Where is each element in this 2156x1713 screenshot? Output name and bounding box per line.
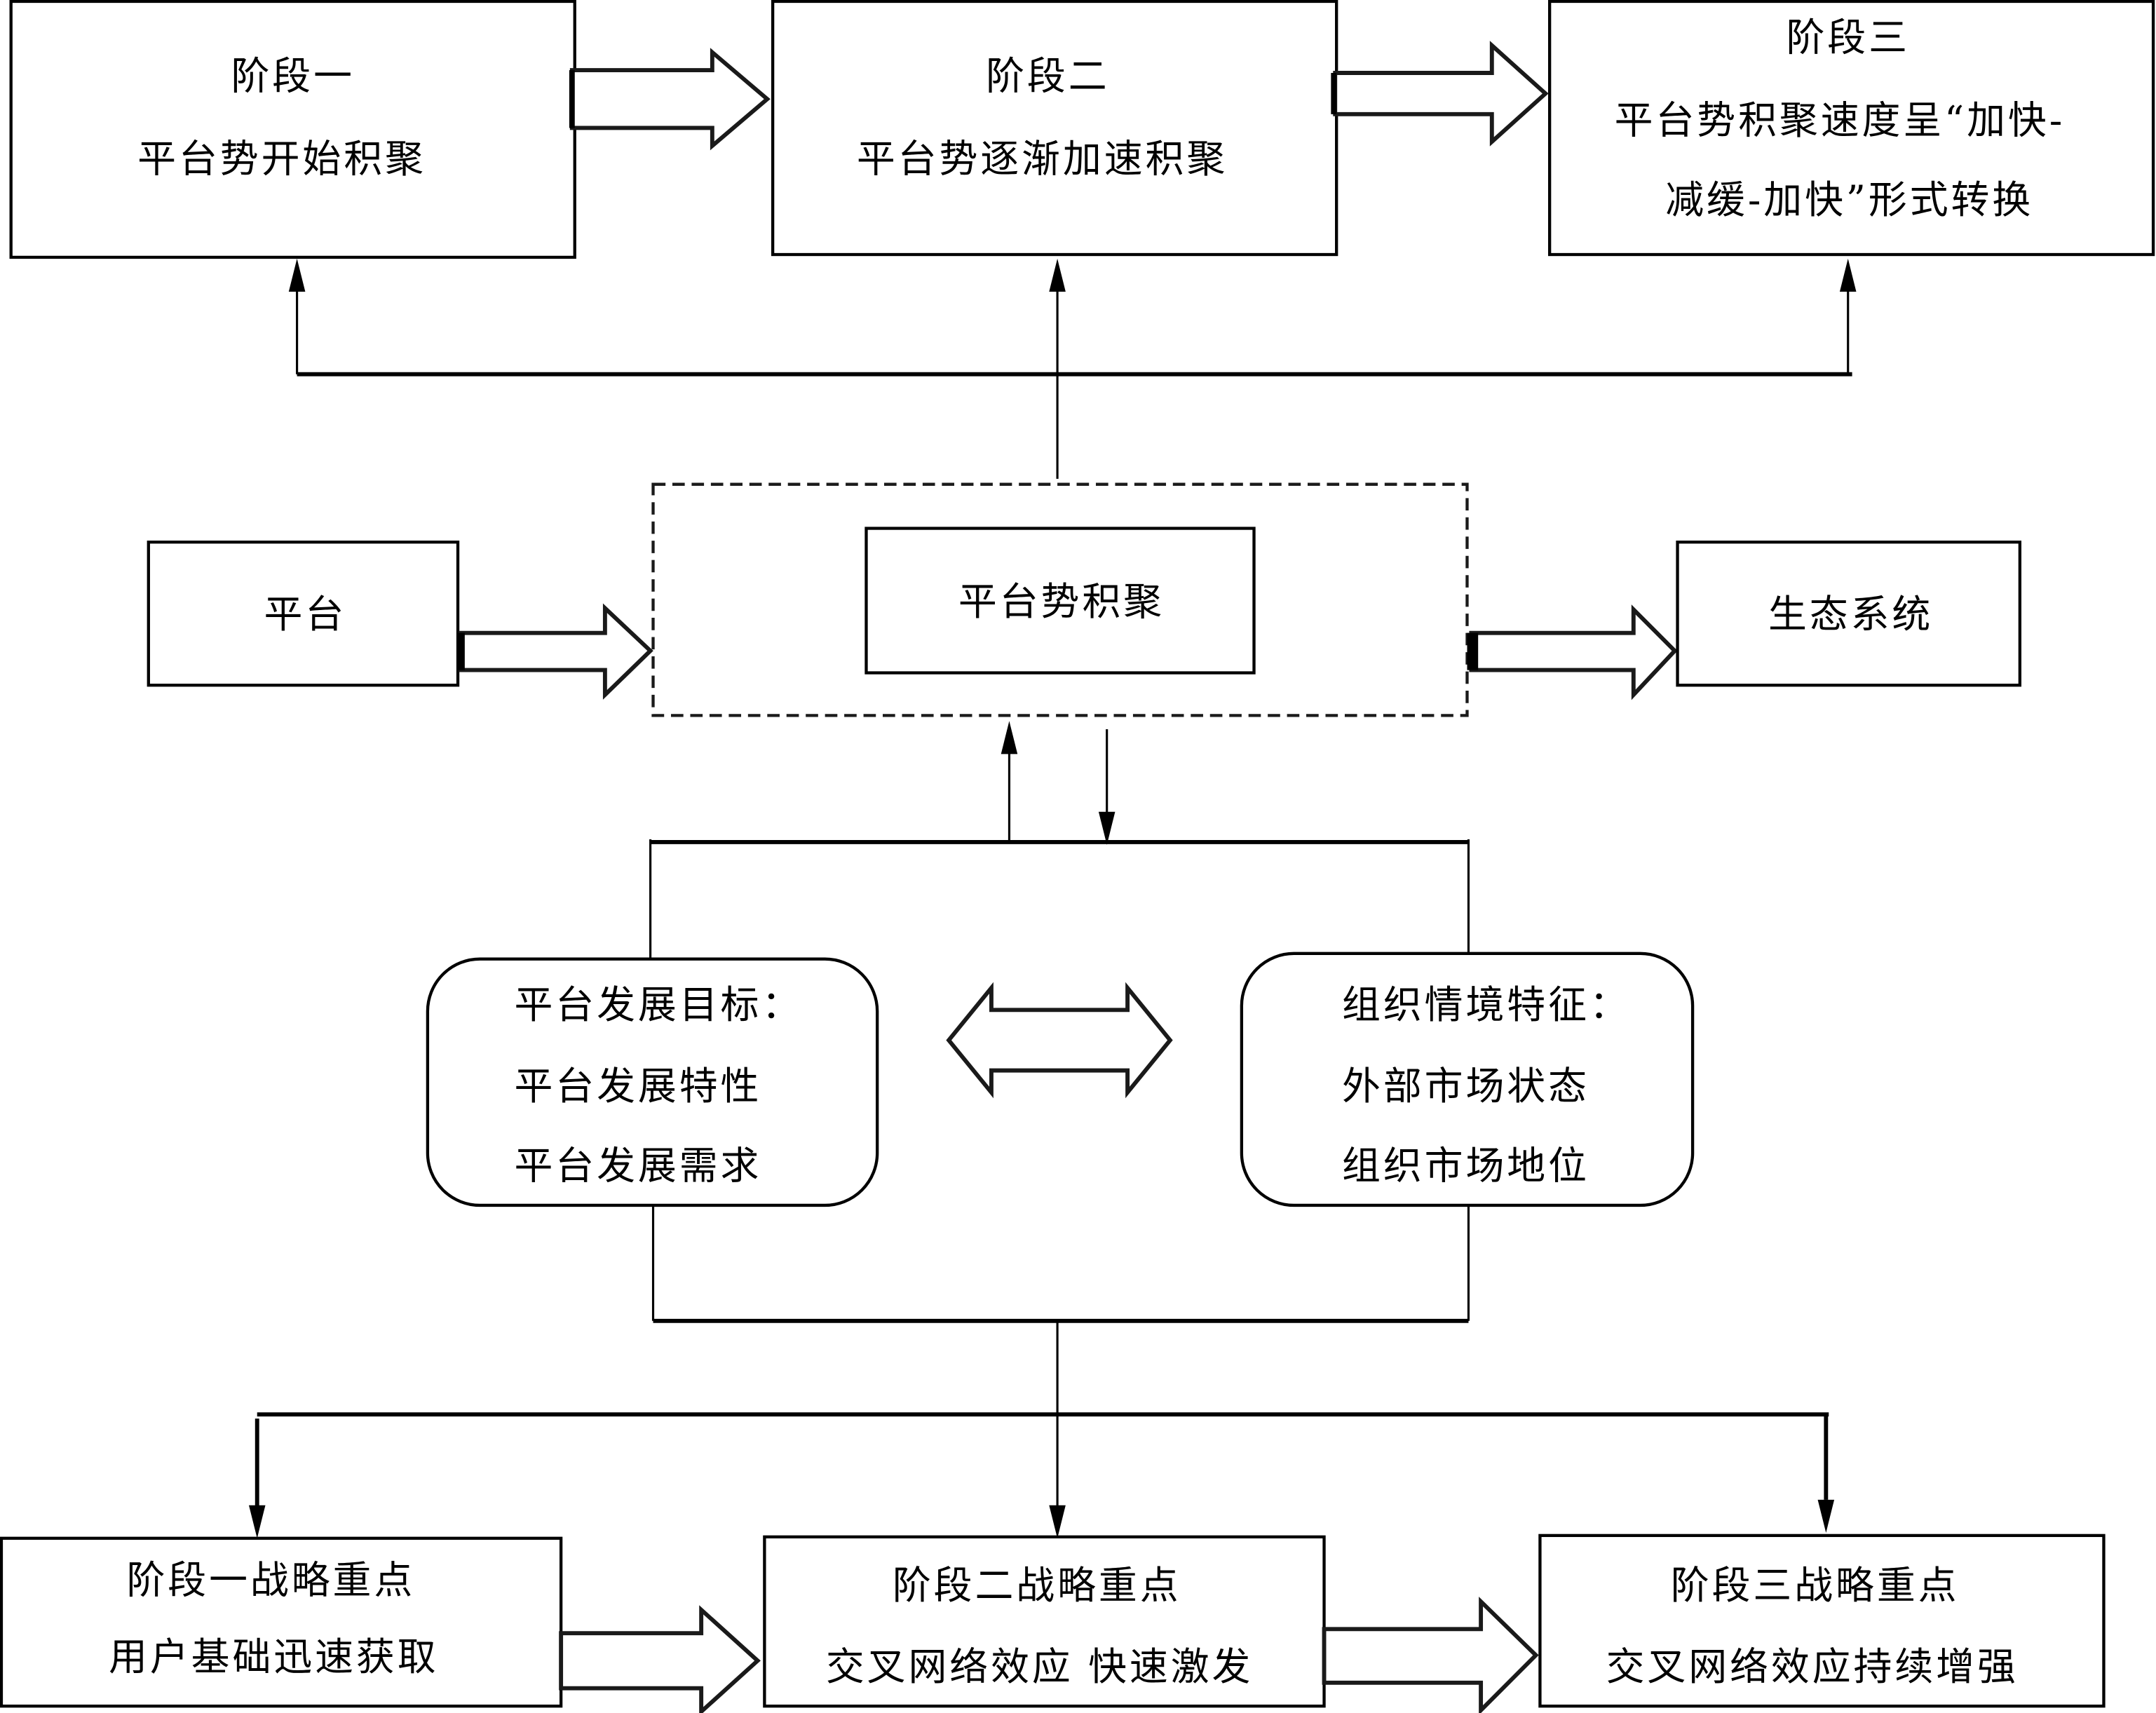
block-arrow-strategy1-to-strategy2 [559,1605,761,1713]
block-arrow-stage1-to-stage2 [569,48,771,151]
goals-item-1: 平台发展特性 [514,1064,761,1109]
stage-box-1: 阶段一 平台势开始积聚 [9,0,576,259]
arrowhead-up-icon [1049,258,1066,292]
context-item-1: 外部市场状态 [1342,1064,1589,1109]
arrowhead-down-icon [1049,1505,1066,1538]
arrowhead-up-icon [1001,721,1018,754]
accumulation-dashed-frame: 平台势积聚 [651,482,1469,717]
stage-box-1-frame [9,0,576,259]
ecosystem-box-frame [1676,540,2022,687]
strategy-box-2: 阶段二战略重点 交叉网络效应 快速激发 [763,1535,1326,1708]
block-arrow-strategy2-to-strategy3 [1322,1597,1539,1713]
ecosystem-label: 生态系统 [1768,592,1933,637]
stage-1-title: 阶段一 [231,54,354,99]
strategy-2-detail: 交叉网络效应 快速激发 [826,1644,1254,1689]
strategy-3-detail: 交叉网络效应持续增强 [1606,1644,2019,1689]
stage-box-2-frame [771,0,1338,257]
stage-3-title: 阶段三 [1786,15,1909,60]
arrowhead-down-icon [1098,811,1116,845]
block-arrow-tail-mark [1467,632,1479,670]
platform-box: 平台 [147,540,460,687]
context-item-2: 组织市场地位 [1342,1144,1589,1189]
arrowhead-down-icon [1817,1499,1835,1533]
block-arrow-stage2-to-stage3 [1333,41,1549,147]
dashed-boundary [651,482,1469,717]
factor-box-context-frame [1240,952,1695,1207]
block-arrow-tail-mark [458,632,465,670]
strategy-1-detail: 用户基础迅速获取 [109,1634,439,1679]
goals-item-2: 平台发展需求 [514,1144,761,1189]
strategy-1-title: 阶段一战略重点 [126,1557,415,1602]
stage-box-3-frame [1547,0,2155,257]
double-arrow-interaction-icon [946,982,1173,1099]
arrowhead-up-icon [1839,258,1857,292]
stage-3-description-line-2: 减缓-加快”形式转换 [1665,177,2033,222]
context-title: 组织情境特征： [1342,982,1631,1027]
strategy-box-1-frame [0,1536,563,1708]
strategy-3-title: 阶段三战略重点 [1671,1563,1960,1608]
stage-3-description-line-1: 平台势积聚速度呈“加快- [1615,97,2066,142]
stage-2-title: 阶段二 [986,54,1109,99]
factor-box-goals: 平台发展目标： 平台发展特性 平台发展需求 [426,957,879,1207]
factor-box-context: 组织情境特征： 外部市场状态 组织市场地位 [1240,952,1695,1207]
accumulation-box [865,527,1256,675]
stage-box-2: 阶段二 平台势逐渐加速积聚 [771,0,1338,257]
strategy-box-2-frame [763,1535,1326,1708]
goals-title: 平台发展目标： [514,982,803,1027]
stage-1-description: 平台势开始积聚 [137,136,426,181]
accumulation-label: 平台势积聚 [958,579,1165,624]
strategy-2-title: 阶段二战略重点 [893,1563,1181,1608]
strategy-box-3-frame [1538,1533,2106,1708]
arrowhead-up-icon [288,258,306,292]
stage-box-3: 阶段三 平台势积聚速度呈“加快- 减缓-加快”形式转换 [1547,0,2155,257]
block-arrow-accumulation-to-ecosystem [1469,604,1678,700]
block-arrow-tail-mark [569,70,575,128]
block-arrow-tail-mark [1331,72,1337,114]
feedback-bus [288,258,1857,479]
arrowhead-down-icon [248,1505,266,1538]
platform-box-frame [147,540,460,687]
stage-2-description: 平台势逐渐加速积聚 [857,136,1228,181]
strategy-box-1: 阶段一战略重点 用户基础迅速获取 [0,1536,563,1708]
strategy-box-3: 阶段三战略重点 交叉网络效应持续增强 [1538,1533,2106,1708]
block-arrow-platform-to-accumulation [459,603,653,700]
platform-label: 平台 [264,592,347,637]
ecosystem-box: 生态系统 [1676,540,2022,687]
